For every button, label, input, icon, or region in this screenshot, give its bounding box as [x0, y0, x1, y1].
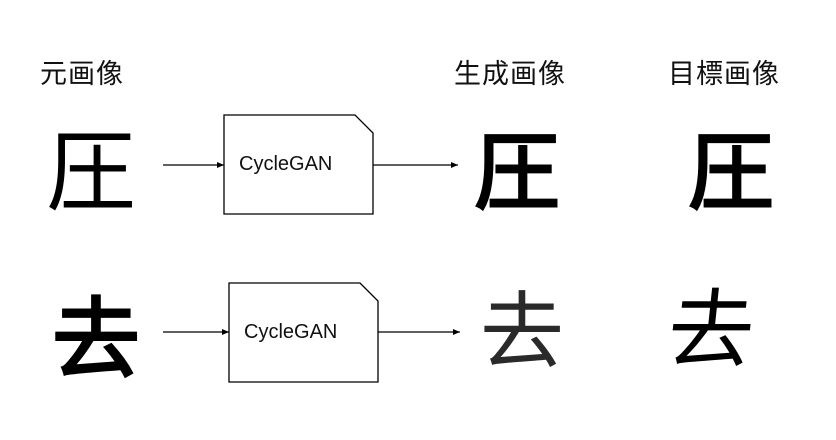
header-generated-image: 生成画像: [454, 59, 566, 90]
source-char-row2: 去: [52, 288, 141, 391]
model-label-row1: CycleGAN: [239, 153, 333, 175]
model-label-row2: CycleGAN: [244, 321, 338, 343]
model-box-row2: [228, 282, 379, 383]
generated-char-row2: 去: [480, 283, 565, 381]
target-char-row2: 去: [662, 281, 760, 381]
generated-char-row1: 圧: [474, 123, 560, 223]
header-target-image: 目標画像: [668, 59, 780, 90]
source-char-row1: 圧: [46, 120, 136, 225]
model-box-row1: [223, 114, 374, 215]
target-char-row1: 圧: [688, 123, 774, 223]
header-source-image: 元画像: [40, 59, 124, 90]
